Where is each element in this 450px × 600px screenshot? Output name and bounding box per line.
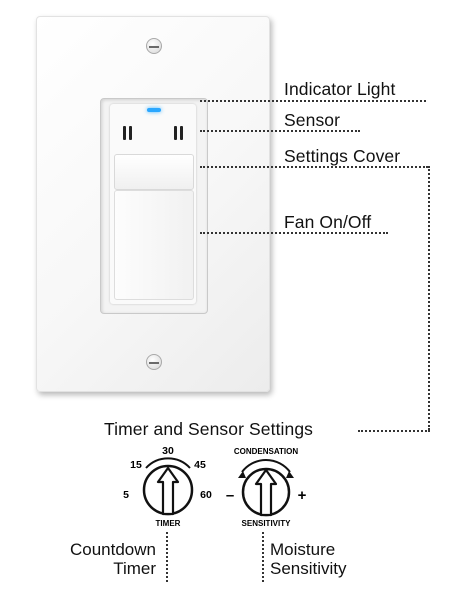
- caption-line: Timer: [113, 559, 156, 578]
- sensor-slot-right: [180, 126, 183, 140]
- top-screw-icon: [146, 38, 162, 54]
- settings-cover-label: Settings Cover: [284, 146, 401, 166]
- countdown-timer-caption: Countdown Timer: [50, 540, 156, 578]
- timer-tick-label: 60: [200, 489, 212, 501]
- minus-sign: –: [226, 487, 234, 504]
- arrow-up-icon: [254, 468, 278, 517]
- switch-module: [100, 98, 208, 314]
- sensitivity-dial-title: SENSITIVITY: [242, 519, 292, 528]
- moisture-sensitivity-caption: Moisture Sensitivity: [270, 540, 347, 578]
- sensitivity-caption-leader: [262, 532, 264, 582]
- sensitivity-dial[interactable]: CONDENSATION – + SENSITIVITY: [216, 442, 316, 532]
- sensor-slot-left: [123, 126, 126, 140]
- caption-line: Countdown: [69, 540, 156, 559]
- fan-rocker-button[interactable]: [114, 190, 194, 300]
- timer-dial[interactable]: 30 15 45 5 60 TIMER: [118, 442, 218, 532]
- wall-plate: [36, 16, 270, 392]
- indicator-light-label: Indicator Light: [284, 79, 396, 99]
- timer-settings-leader: [358, 430, 430, 432]
- sensor-slot-right: [174, 126, 177, 140]
- caption-line: Moisture: [270, 540, 336, 559]
- fan-leader: [200, 232, 388, 234]
- settings-cover-vertical-leader: [428, 166, 430, 430]
- timer-arc: [145, 457, 191, 469]
- indicator-light-leader: [200, 100, 426, 102]
- switch-face: [110, 104, 196, 304]
- timer-caption-leader: [166, 532, 168, 582]
- timer-tick-label: 15: [130, 459, 142, 471]
- arrow-right-icon: [286, 471, 294, 478]
- plus-sign: +: [298, 487, 307, 504]
- timer-sensor-settings-label: Timer and Sensor Settings: [104, 419, 314, 439]
- bottom-screw-icon: [146, 354, 162, 370]
- sensitivity-top-label: CONDENSATION: [234, 447, 299, 456]
- sensor-label: Sensor: [284, 110, 341, 130]
- fan-on-off-label: Fan On/Off: [284, 212, 372, 232]
- settings-cover[interactable]: [114, 154, 194, 190]
- arrow-left-icon: [238, 471, 246, 478]
- timer-tick-label: 30: [162, 445, 174, 457]
- timer-dial-title: TIMER: [156, 519, 181, 528]
- settings-cover-leader: [200, 166, 428, 168]
- timer-tick-label: 5: [123, 489, 129, 501]
- caption-line: Sensitivity: [270, 559, 347, 578]
- sensor-leader: [200, 130, 360, 132]
- arrow-up-icon: [156, 466, 180, 516]
- sensitivity-arc: [241, 459, 291, 473]
- indicator-light: [147, 108, 161, 112]
- timer-tick-label: 45: [194, 459, 206, 471]
- sensor-slot-left: [129, 126, 132, 140]
